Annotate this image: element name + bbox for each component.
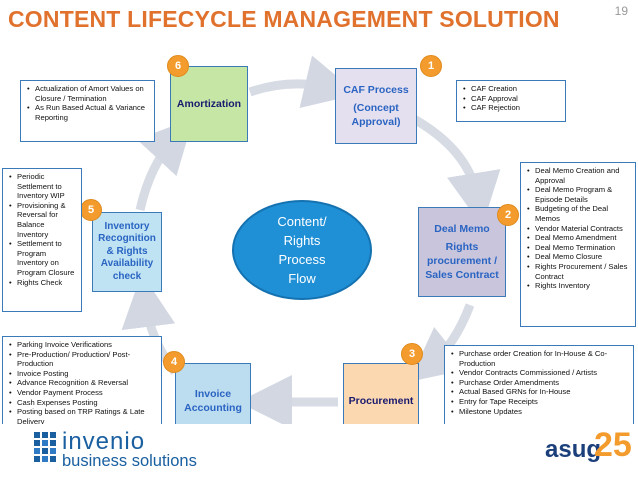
inventory-title-line-5: check	[112, 270, 142, 282]
deal-memo-line-1: Rights	[445, 241, 479, 253]
note-deal-memo-item: Deal Memo Amendment	[527, 233, 631, 243]
note-procurement-item: Milestone Updates	[451, 407, 629, 417]
deal-memo-title: Deal Memo	[434, 223, 490, 235]
note-procurement-item: Actual Based GRNs for In-House	[451, 387, 629, 397]
step-badge-2: 2	[497, 204, 519, 226]
asug-logo-text: asug	[545, 436, 602, 463]
invenio-logo-subtext: business solutions	[62, 452, 197, 470]
note-deal-memo-item: Deal Memo Program & Episode Details	[527, 185, 631, 204]
caf-line-2: Approval)	[351, 116, 401, 128]
note-deal-memo-item: Budgeting of the Deal Memos	[527, 204, 631, 223]
note-procurement-item: Purchase order Creation for In-House & C…	[451, 349, 629, 368]
asug-25-mark: 25	[594, 426, 632, 464]
inventory-title-line-3: & Rights	[106, 245, 148, 257]
process-inventory: Inventory Recognition & Rights Availabil…	[92, 212, 162, 292]
note-invoice-item: Posting based on TRP Ratings & Late Deli…	[9, 407, 157, 426]
note-invoice-item: Advance Recognition & Reversal	[9, 378, 157, 388]
procurement-title: Procurement	[348, 395, 414, 407]
page-title: CONTENT LIFECYCLE MANAGEMENT SOLUTION	[8, 6, 560, 32]
note-procurement: Purchase order Creation for In-House & C…	[444, 345, 634, 431]
arrow-inventory-to-amortization	[135, 118, 194, 211]
note-deal-memo-item: Rights Procurement / Sales Contract	[527, 262, 631, 281]
invoice-title-line-2: Accounting	[184, 402, 242, 414]
process-deal-memo: Deal Memo Rights procurement / Sales Con…	[418, 207, 506, 297]
invenio-logo-text: invenio	[62, 428, 146, 455]
note-amortization-item: As Run Based Actual & Variance Reporting	[27, 103, 150, 122]
inventory-title-line-1: Inventory	[104, 220, 150, 232]
arrow-amortization-to-caf	[248, 55, 359, 109]
note-deal-memo-item: Deal Memo Creation and Approval	[527, 166, 631, 185]
note-inventory-item: Settlement to Program Inventory on Progr…	[9, 239, 77, 277]
center-line-3: Process	[278, 252, 326, 267]
note-caf: CAF Creation CAF Approval CAF Rejection	[456, 80, 566, 122]
deal-memo-line-3: Sales Contract	[425, 269, 499, 281]
arrow-caf-to-dealmemo	[409, 114, 501, 227]
process-amortization: Amortization	[170, 66, 248, 142]
note-amortization: Actualization of Amort Values on Closure…	[20, 80, 155, 142]
note-invoice-item: Cash Expenses Posting	[9, 398, 157, 408]
invoice-title-line-1: Invoice	[194, 388, 232, 400]
step-badge-6: 6	[167, 55, 189, 77]
process-caf: CAF Process (Concept Approval)	[335, 68, 417, 144]
note-deal-memo-item: Deal Memo Closure	[527, 252, 631, 262]
note-inventory-item: Provisioning & Reversal for Balance Inve…	[9, 201, 77, 239]
step-badge-5: 5	[80, 199, 102, 221]
caf-title: CAF Process	[343, 84, 409, 96]
note-deal-memo-item: Rights Inventory	[527, 281, 631, 291]
note-deal-memo-item: Vendor Material Contracts	[527, 224, 631, 234]
note-invoice-item: Parking Invoice Verifications	[9, 340, 157, 350]
inventory-title-line-4: Availability	[100, 258, 154, 270]
center-line-2: Rights	[283, 233, 321, 248]
footer-bar	[0, 424, 638, 479]
center-flow-circle: Content/ Rights Process Flow	[232, 200, 372, 300]
note-invoice-item: Pre-Production/ Production/ Post-Product…	[9, 350, 157, 369]
step-badge-1: 1	[420, 55, 442, 77]
note-inventory: Periodic Settlement to Inventory WIP Pro…	[2, 168, 82, 312]
note-inventory-item: Periodic Settlement to Inventory WIP	[9, 172, 77, 201]
arrow-dealmemo-to-procurement	[408, 303, 475, 382]
note-caf-item: CAF Approval	[463, 94, 561, 104]
amortization-title: Amortization	[176, 98, 242, 110]
step-badge-3: 3	[401, 343, 423, 365]
note-procurement-item: Entry for Tape Receipts	[451, 397, 629, 407]
center-line-4: Flow	[288, 271, 316, 286]
note-deal-memo-item: Deal Memo Termination	[527, 243, 631, 253]
page-number: 19	[614, 4, 628, 18]
step-badge-4: 4	[163, 351, 185, 373]
note-caf-item: CAF Creation	[463, 84, 561, 94]
center-line-1: Content/	[277, 214, 327, 229]
note-invoice-item: Invoice Posting	[9, 369, 157, 379]
note-invoice: Parking Invoice Verifications Pre-Produc…	[2, 336, 162, 432]
caf-line-1: (Concept	[353, 102, 399, 114]
note-amortization-item: Actualization of Amort Values on Closure…	[27, 84, 150, 103]
note-inventory-item: Rights Check	[9, 278, 77, 288]
note-invoice-item: Vendor Payment Process	[9, 388, 157, 398]
note-deal-memo: Deal Memo Creation and Approval Deal Mem…	[520, 162, 636, 327]
note-procurement-item: Purchase Order Amendments	[451, 378, 629, 388]
note-caf-item: CAF Rejection	[463, 103, 561, 113]
inventory-title-line-2: Recognition	[98, 233, 156, 245]
invenio-logo-mark	[34, 432, 56, 462]
deal-memo-line-2: procurement /	[426, 255, 497, 267]
note-procurement-item: Vendor Contracts Commissioned / Artists	[451, 368, 629, 378]
